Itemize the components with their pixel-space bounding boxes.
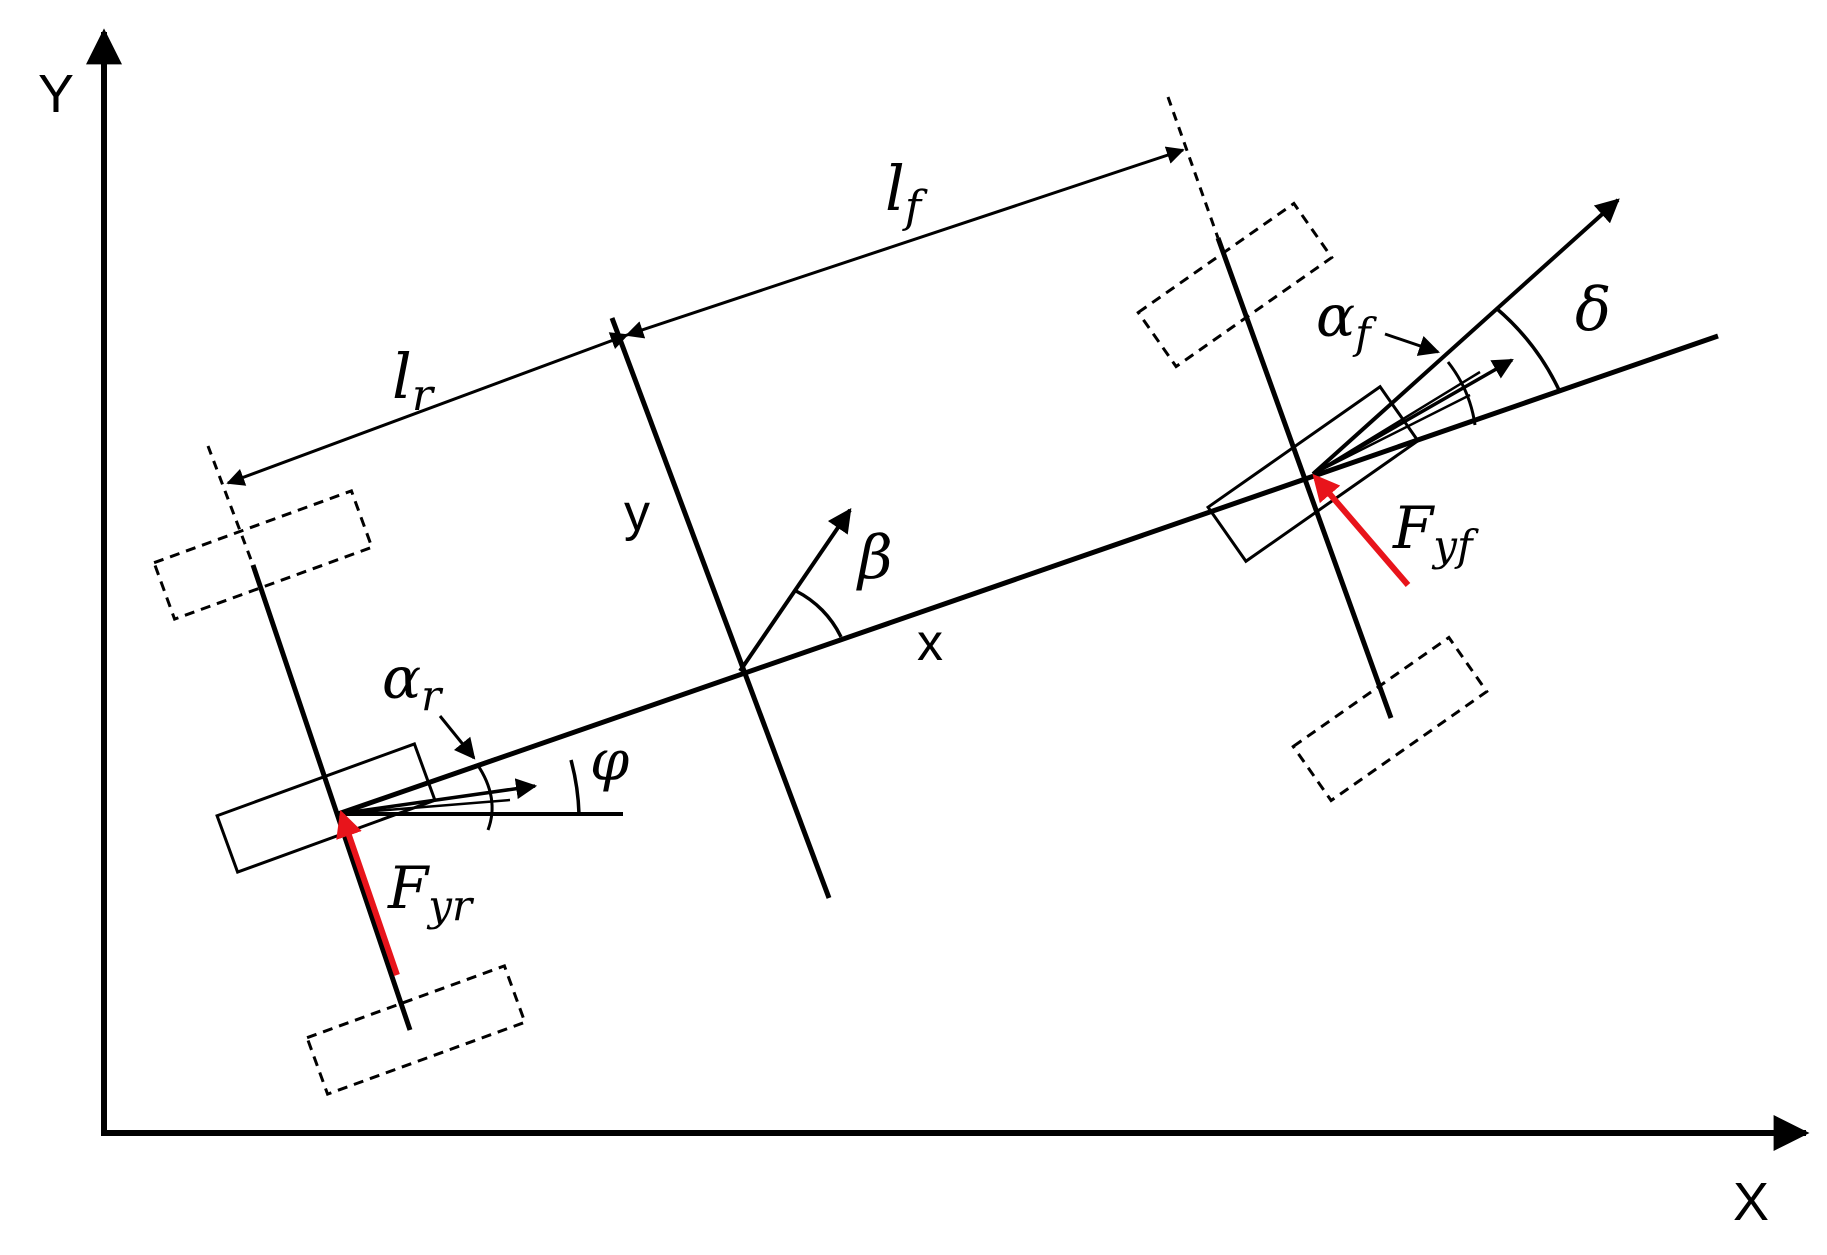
rear-lateral-force-arrow xyxy=(336,809,400,976)
front-steering-angle-arc xyxy=(1494,306,1561,391)
rear-wheel-mid-line xyxy=(337,798,511,816)
front-wheel-mid-line xyxy=(1312,393,1471,476)
rear-axle-dashed-extension xyxy=(206,445,255,566)
global-y-axis-label: Y xyxy=(38,64,74,124)
rear-heading-angle-arc xyxy=(569,759,581,815)
body-x-axis-label: x xyxy=(917,614,943,672)
sideslip-angle-label: β xyxy=(856,523,893,593)
front-lateral-force-label: Fyf xyxy=(1392,494,1479,570)
rear-velocity-vector xyxy=(337,778,538,816)
steering-angle-label: δ xyxy=(1575,275,1611,345)
vehicle-longitudinal-axis xyxy=(337,333,1719,817)
rear-axle-line xyxy=(250,564,413,1031)
front-slip-angle-label: αf xyxy=(1316,282,1377,358)
rear-length-label: lr xyxy=(392,340,436,421)
front-length-label: lf xyxy=(885,152,928,233)
vehicle-lateral-axis xyxy=(609,317,832,899)
front-length-dimension xyxy=(625,146,1185,339)
global-x-axis-label: X xyxy=(1733,1172,1769,1232)
sideslip-angle-arc xyxy=(795,589,843,638)
front-slip-angle-pointer xyxy=(1384,332,1440,356)
rear-slip-angle-arc xyxy=(475,763,494,831)
heading-angle-label: φ xyxy=(590,729,629,794)
rear-wheel-heading-line xyxy=(337,756,497,816)
front-wheel-heading-line xyxy=(1312,370,1481,476)
body-y-axis-label: y xyxy=(624,484,650,542)
front-lateral-force-arrow xyxy=(1312,473,1411,587)
front-steering-vector xyxy=(1311,198,1620,476)
rear-left-wheel-dashed xyxy=(152,488,374,622)
front-slip-angle-arc xyxy=(1446,361,1477,426)
rear-length-dimension xyxy=(226,332,629,486)
rear-lateral-force-label: Fyr xyxy=(387,854,475,930)
front-axle-dashed-extension xyxy=(1166,96,1220,239)
cg-velocity-vector xyxy=(738,508,852,673)
front-right-wheel-dashed xyxy=(1291,635,1489,803)
rear-slip-angle-label: αr xyxy=(382,644,444,720)
rear-right-wheel-dashed xyxy=(305,963,527,1097)
rear-slip-angle-pointer xyxy=(438,715,476,760)
